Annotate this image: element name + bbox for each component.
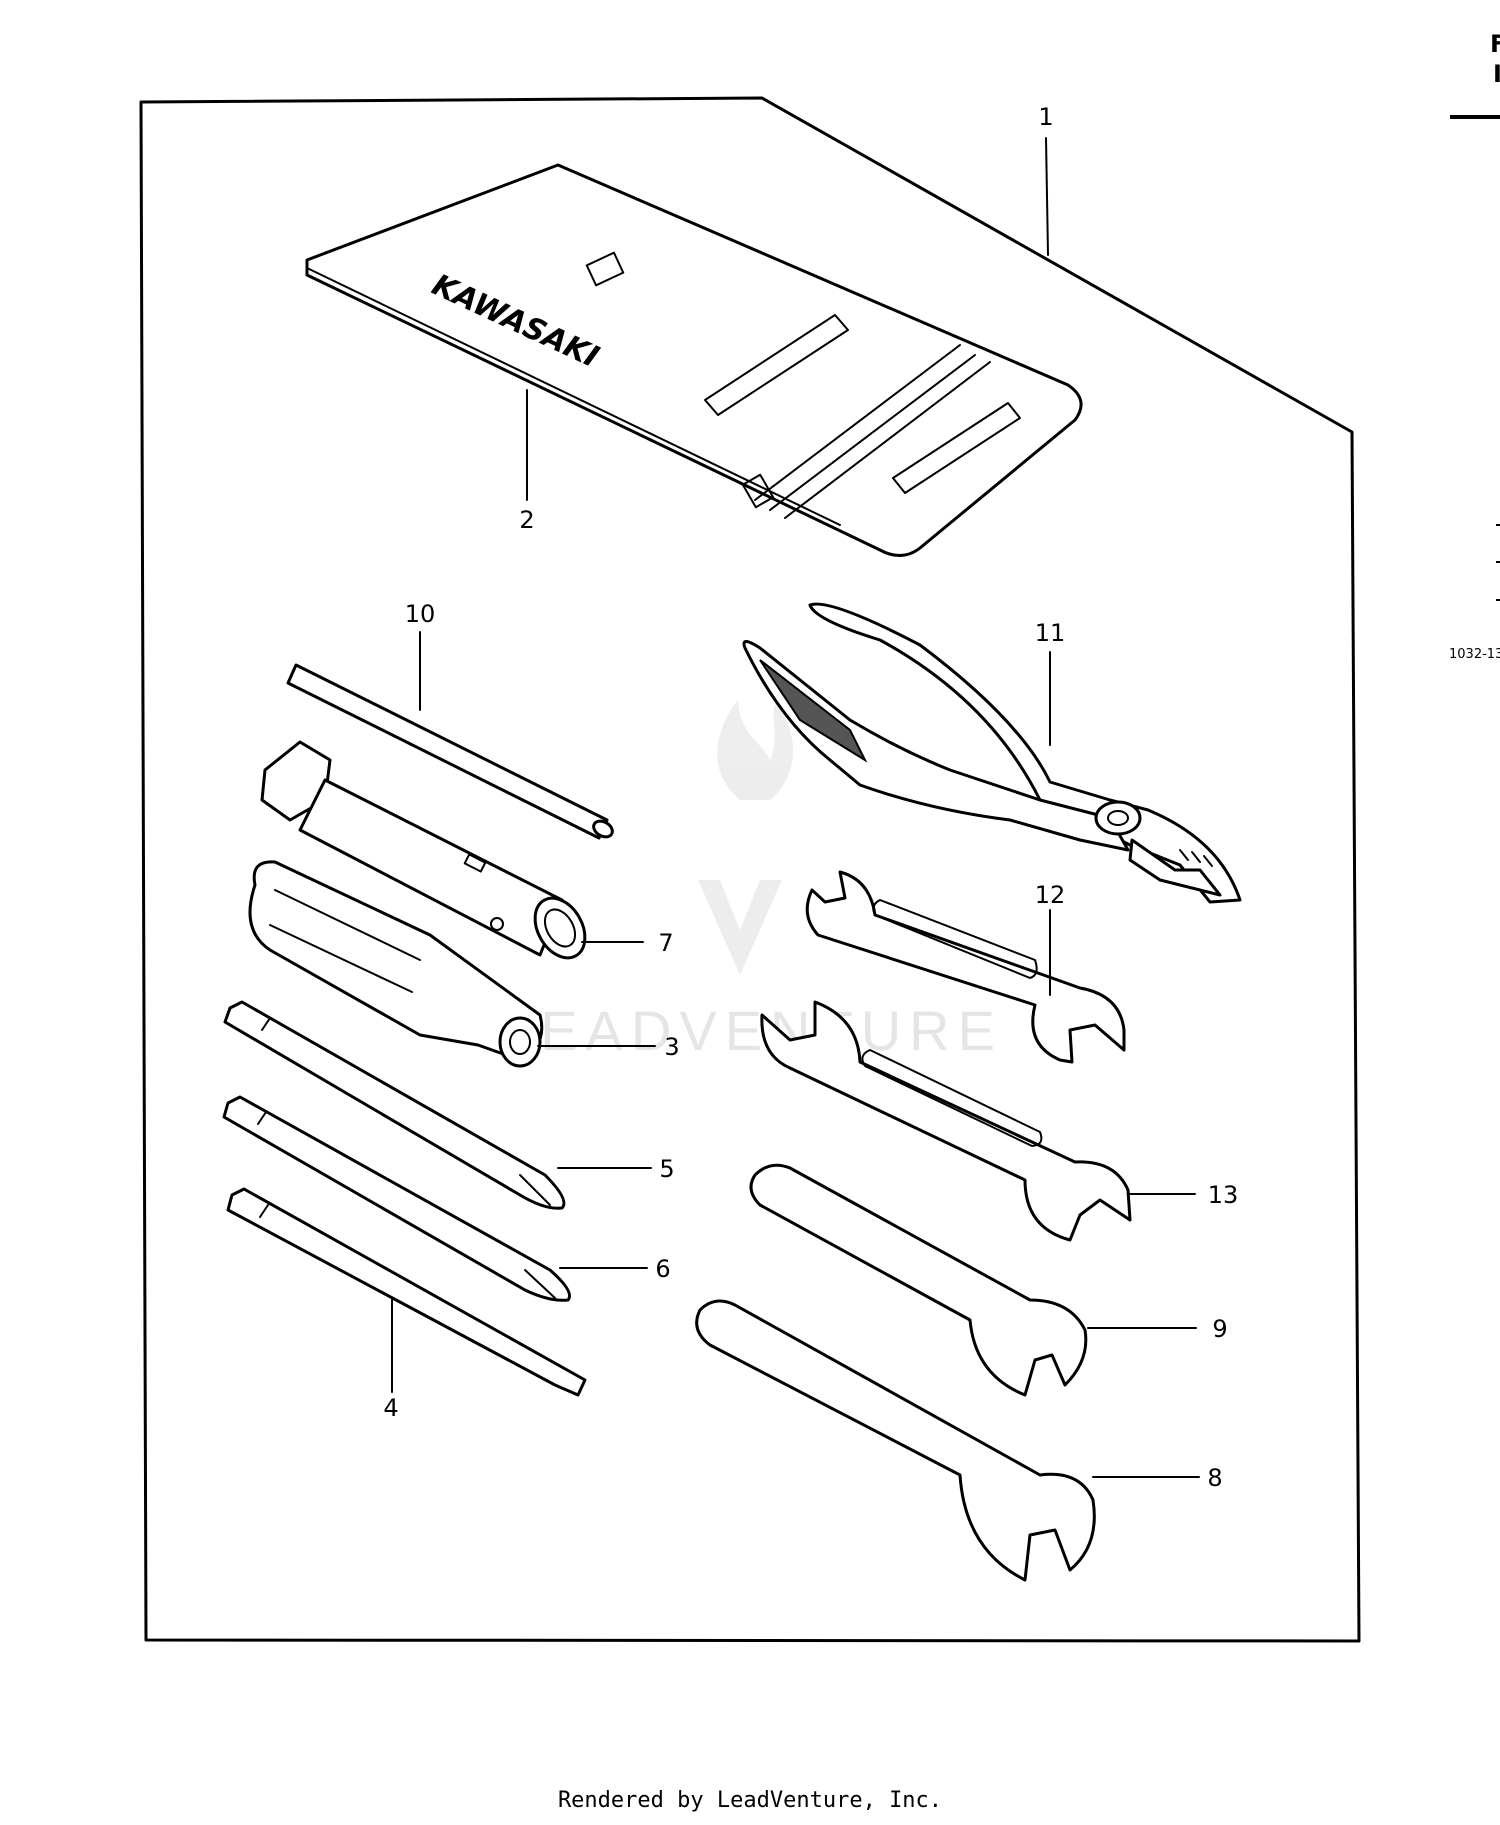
- diagram-code: 1032-13: [1449, 647, 1500, 662]
- watermark-v-icon: [698, 880, 782, 975]
- screwdriver-handle: [248, 860, 544, 1068]
- wrench-9: [749, 1163, 1088, 1397]
- wrench-12: [805, 870, 1126, 1064]
- tommy-bar: [286, 663, 614, 840]
- corner-letter-bottom: I: [1493, 60, 1500, 88]
- callout-11: 11: [1035, 619, 1066, 647]
- kit-frame: [139, 96, 1361, 1643]
- watermark-text: LEADVENTURE: [501, 999, 1003, 1062]
- callout-5: 5: [659, 1155, 674, 1183]
- bag-strap-clip-icon: [741, 473, 775, 509]
- pliers-grip-icon: [759, 659, 868, 763]
- corner-letter-top: F: [1490, 30, 1500, 58]
- plug-wrench: [260, 740, 587, 960]
- bag-patch-icon: [704, 314, 849, 416]
- phillips-bit-5: [223, 1000, 566, 1210]
- phillips-bit-6: [222, 1095, 571, 1302]
- callout-10: 10: [405, 600, 436, 628]
- tool-bag: KAWASAKI: [305, 163, 1083, 557]
- watermark-flame-icon: [717, 700, 794, 800]
- watermark: LEADVENTURE: [501, 700, 1003, 1062]
- callout-2: 2: [519, 506, 534, 534]
- bag-square-icon: [585, 251, 625, 287]
- callout-7: 7: [658, 929, 673, 957]
- pliers: [742, 602, 1242, 904]
- callout-1: 1: [1038, 103, 1053, 131]
- footer-credit: Rendered by LeadVenture, Inc.: [557, 1788, 943, 1813]
- wrench-8: [695, 1299, 1096, 1582]
- callout-9: 9: [1212, 1315, 1227, 1343]
- callout-8: 8: [1207, 1464, 1222, 1492]
- bag-patch-icon: [892, 402, 1021, 494]
- leader-lines: [391, 137, 1200, 1478]
- callout-6: 6: [655, 1255, 670, 1283]
- callout-4: 4: [383, 1394, 398, 1422]
- callout-3: 3: [664, 1033, 679, 1061]
- flat-bit-4: [226, 1187, 587, 1397]
- wrench-13: [760, 1000, 1132, 1242]
- callout-13: 13: [1208, 1181, 1239, 1209]
- callout-12: 12: [1035, 881, 1066, 909]
